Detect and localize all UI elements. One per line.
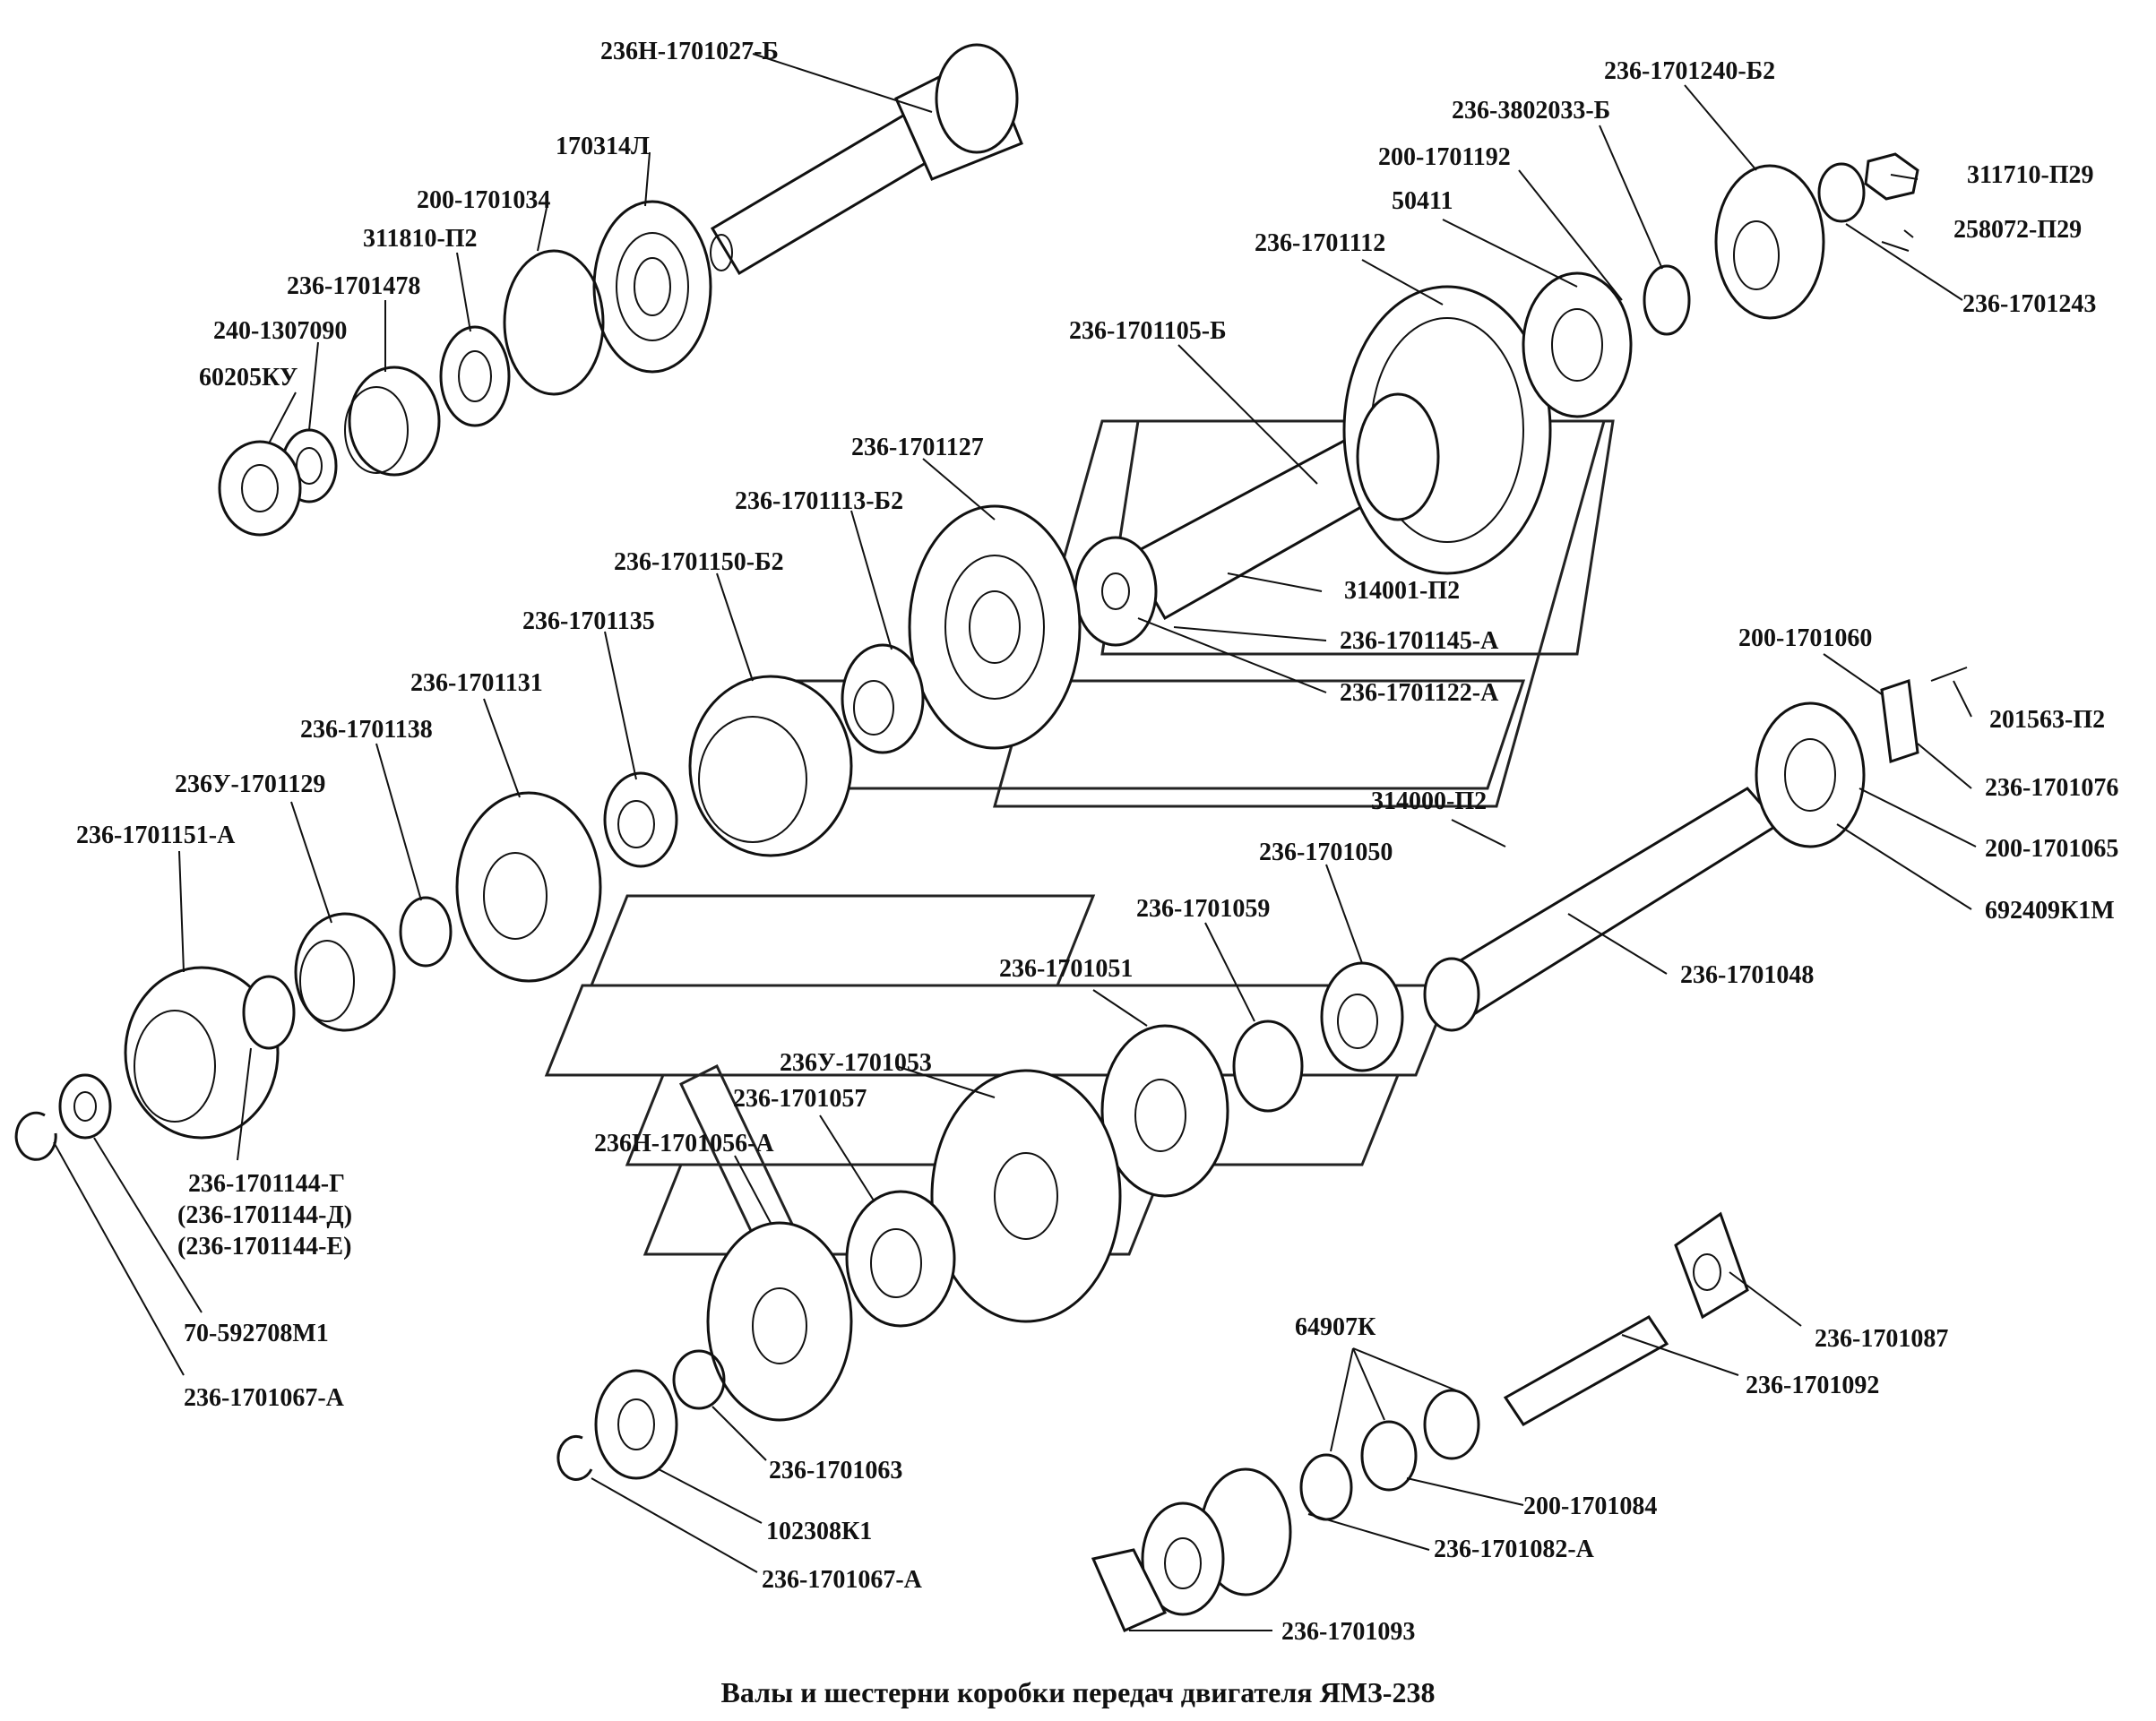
label-200-1701065: 200-1701065: [1985, 835, 2118, 863]
sleeve: [1643, 264, 1691, 336]
label-236N-1701027-B: 236Н-1701027-Б: [600, 38, 779, 65]
label-236-1701478: 236-1701478: [287, 272, 420, 300]
label-236-1701145-A: 236-1701145-А: [1340, 627, 1499, 655]
diagram-caption: Валы и шестерни коробки передач двигател…: [721, 1676, 1436, 1708]
label-236-1701113-B2: 236-1701113-Б2: [735, 487, 903, 515]
label-236-1701112: 236-1701112: [1255, 229, 1385, 257]
label-236U-1701129: 236У-1701129: [175, 770, 325, 798]
ring-1701138: [399, 896, 453, 968]
leader-lines: [53, 53, 1977, 1631]
label-236-1701151-A: 236-1701151-А: [76, 822, 236, 849]
label-236N-1701056-A: 236Н-1701056-А: [594, 1130, 774, 1157]
label-236-1701051: 236-1701051: [999, 955, 1133, 983]
gear-1701053: [930, 1069, 1122, 1323]
label-236-1701087: 236-1701087: [1815, 1325, 1948, 1353]
label-236-1701067-A: 236-1701067-А: [184, 1384, 345, 1412]
label-50411: 50411: [1392, 187, 1453, 215]
label-236-1701144-G: 236-1701144-Г: [188, 1170, 345, 1198]
sync-1701150: [688, 675, 853, 857]
label-200-1701084: 200-1701084: [1523, 1493, 1657, 1520]
label-236-1701057: 236-1701057: [733, 1085, 867, 1113]
label-258072-P29: 258072-П29: [1953, 216, 2082, 244]
snap-ring: [503, 249, 605, 396]
label-692409K1M: 692409К1М: [1985, 897, 2115, 925]
sync-1701129: [294, 912, 396, 1032]
part-labels: 236Н-1701027-Б 170314Л 200-1701034 31181…: [76, 38, 2118, 1646]
label-236-1701093: 236-1701093: [1281, 1618, 1415, 1646]
bearing-692409: [1755, 701, 1866, 848]
lock-plate-1701087: [1674, 1211, 1749, 1320]
label-314000-P2: 314000-П2: [1371, 787, 1487, 815]
circlip-1701067: [14, 1111, 57, 1161]
bearing-64907: [1299, 1389, 1480, 1521]
label-236-1701131: 236-1701131: [410, 669, 543, 697]
bearing-cup: [344, 366, 441, 477]
nut-311810: [439, 325, 511, 427]
label-200-1701060: 200-1701060: [1738, 624, 1872, 652]
label-236-1701076: 236-1701076: [1985, 774, 2118, 802]
label-236-1701135: 236-1701135: [522, 607, 655, 635]
label-236-1701048: 236-1701048: [1680, 961, 1814, 989]
label-60205KU: 60205КУ: [199, 364, 298, 392]
label-311710-P29: 311710-П29: [1967, 161, 2094, 189]
input-shaft: [710, 43, 1023, 276]
label-236-1701243: 236-1701243: [1962, 290, 2096, 318]
ring-592708: [58, 1073, 112, 1140]
label-236-1701092: 236-1701092: [1746, 1372, 1879, 1399]
label-236-1701122-A: 236-1701122-А: [1340, 679, 1499, 707]
gear-1701144: [242, 975, 296, 1050]
washer-nut: [1817, 152, 1919, 252]
label-236-1701082-A: 236-1701082-А: [1434, 1536, 1595, 1563]
plate-1701093: [1091, 1548, 1168, 1632]
sleeve-1701059: [1232, 1020, 1304, 1113]
label-236-1701063: 236-1701063: [769, 1457, 902, 1484]
label-240-1307090: 240-1307090: [213, 317, 347, 345]
circlip-lower: [556, 1434, 593, 1481]
label-236-3802033-B: 236-3802033-Б: [1452, 97, 1610, 125]
label-170314L: 170314Л: [556, 133, 650, 160]
label-236-1701150-B2: 236-1701150-Б2: [614, 548, 784, 576]
counter-shaft: [1423, 787, 1781, 1032]
bearing-102308: [594, 1369, 678, 1480]
label-236-1701050: 236-1701050: [1259, 839, 1393, 866]
label-236-1701240-B2: 236-1701240-Б2: [1604, 57, 1775, 85]
label-236-1701144-D: (236-1701144-Д): [177, 1201, 352, 1229]
label-311810-P2: 311810-П2: [363, 225, 478, 253]
label-64907K: 64907К: [1295, 1313, 1376, 1341]
flange: [1714, 164, 1825, 320]
gear-1701135: [603, 771, 678, 868]
label-200-1701034: 200-1701034: [417, 186, 550, 214]
gear-1701082: [1141, 1467, 1292, 1616]
gear-1701056: [706, 1221, 853, 1422]
label-70-592708M1: 70-592708М1: [184, 1320, 329, 1347]
bearing-170314: [592, 200, 712, 374]
retainer-plate: [1880, 667, 1968, 764]
label-236-1701067-A-lower: 236-1701067-А: [762, 1566, 923, 1594]
bearing-60205: [218, 440, 302, 537]
gear-1701057: [845, 1190, 956, 1328]
ring-1701063: [672, 1349, 726, 1410]
label-200-1701192: 200-1701192: [1378, 143, 1511, 171]
gear-1701113: [841, 643, 925, 754]
label-236-1701144-E: (236-1701144-Е): [177, 1233, 351, 1261]
label-236-1701059: 236-1701059: [1136, 895, 1270, 923]
gear-1701131: [455, 791, 602, 983]
gear-1701051: [1100, 1024, 1229, 1198]
main-shaft: [1074, 285, 1552, 647]
reverse-shaft: [1503, 1315, 1669, 1426]
label-236-1701105-B: 236-1701105-Б: [1069, 317, 1227, 345]
gear-1701127: [908, 504, 1082, 750]
label-102308K1: 102308К1: [766, 1518, 872, 1545]
label-236-1701127: 236-1701127: [851, 434, 984, 461]
gear-1701050: [1320, 961, 1404, 1072]
label-201563-P2: 201563-П2: [1989, 706, 2105, 734]
bearing-50411: [1522, 271, 1633, 418]
hub-1701151: [124, 966, 280, 1140]
label-236-1701138: 236-1701138: [300, 716, 433, 744]
label-236U-1701053: 236У-1701053: [780, 1049, 932, 1077]
label-314001-P2: 314001-П2: [1344, 577, 1460, 605]
